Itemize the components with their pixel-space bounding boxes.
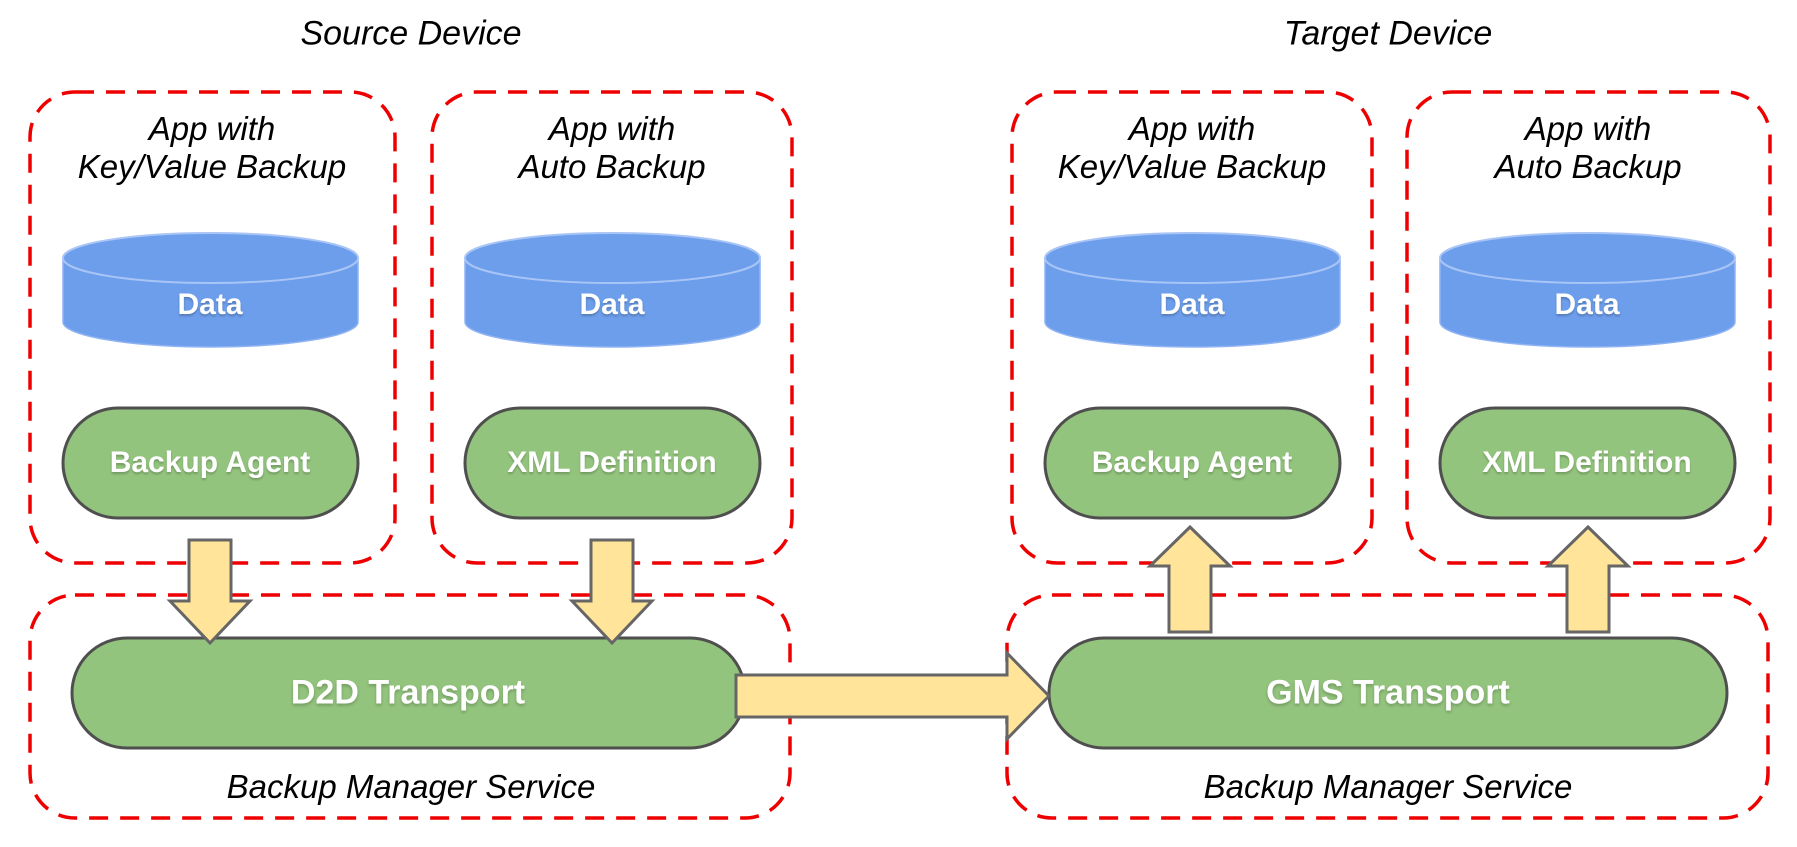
d2d-transport-label: D2D Transport [290,673,526,712]
app-label-line1: App with [148,110,276,147]
arrow-source-keyvalue-to-transport [166,538,254,646]
arrow-gms-to-target-auto [1544,524,1632,634]
arrow-d2d-to-gms [734,649,1052,743]
cylinder-top [1044,232,1341,284]
target-xml-definition-label: XML Definition [1482,446,1692,479]
app-label-line2: Auto Backup [518,148,706,185]
source-backup-manager-label: Backup Manager Service [226,768,596,805]
app-label-line2: Key/Value Backup [77,148,347,185]
target-auto-data-label: Data [1554,288,1620,321]
cylinder-top [62,232,359,284]
app-label-line2: Auto Backup [1494,148,1682,185]
source-backup-agent-label: Backup Agent [109,446,311,479]
target-keyvalue-app-box [1010,90,1374,565]
cylinder-top [464,232,761,284]
source-backup-agent-pill [61,406,360,520]
arrow-source-auto-to-transport [568,538,656,646]
target-backup-manager-label: Backup Manager Service [1203,768,1573,805]
target-backup-agent-label: Backup Agent [1091,446,1293,479]
source-keyvalue-data-label: Data [177,288,243,321]
target-device-title: Target Device [1283,14,1493,53]
target-backup-agent-pill [1043,406,1342,520]
source-xml-definition-pill [463,406,762,520]
app-label-line1: App with [548,110,676,147]
arrow-gms-to-target-keyvalue [1146,524,1234,634]
target-keyvalue-app-label: App with Key/Value Backup [1058,110,1326,186]
source-auto-app-label: App with Auto Backup [518,110,705,186]
source-xml-definition-label: XML Definition [507,446,717,479]
target-keyvalue-data-cylinder [1044,232,1341,348]
target-xml-definition-pill [1438,406,1737,520]
source-auto-data-cylinder [464,232,761,348]
app-label-line2: Key/Value Backup [1057,148,1327,185]
cylinder-top [1439,232,1736,284]
source-auto-data-label: Data [579,288,645,321]
gms-transport-pill [1047,636,1729,750]
target-keyvalue-data-label: Data [1159,288,1225,321]
source-keyvalue-app-label: App with Key/Value Backup [78,110,346,186]
source-auto-app-box [430,90,794,565]
app-label-line1: App with [1524,110,1652,147]
gms-transport-label: GMS Transport [1266,673,1510,712]
app-label-line1: App with [1128,110,1256,147]
target-auto-data-cylinder [1439,232,1736,348]
target-auto-app-label: App with Auto Backup [1494,110,1681,186]
source-device-title: Source Device [300,14,522,53]
source-keyvalue-data-cylinder [62,232,359,348]
